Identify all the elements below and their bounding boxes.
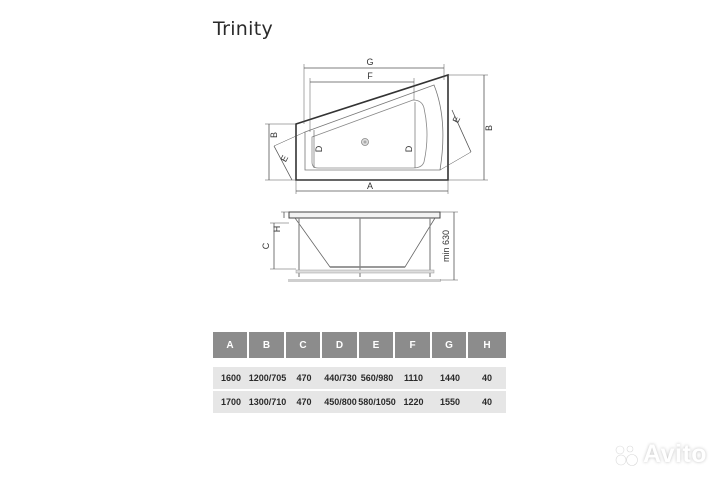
header-cell-d: D xyxy=(322,332,359,358)
header-cell-a: A xyxy=(213,332,249,358)
cell-a: 1600 xyxy=(220,373,242,383)
cell-g: 1550 xyxy=(439,397,461,407)
cell-e: 560/980 xyxy=(360,373,394,383)
cell-h: 40 xyxy=(481,397,492,407)
cell-h: 40 xyxy=(481,373,492,383)
cell-a: 1700 xyxy=(220,397,242,407)
table-row: 1700 1300/710 470 450/800 580/1050 1220 … xyxy=(213,391,506,413)
dim-label-h: H xyxy=(272,226,282,233)
cell-c: 470 xyxy=(296,373,312,383)
cell-b: 1300/710 xyxy=(248,397,287,407)
table-header: A B C D E F G H xyxy=(213,332,506,358)
dim-label-e-right: E xyxy=(451,115,463,125)
cell-g: 1440 xyxy=(439,373,461,383)
dim-label-d-right: D xyxy=(404,145,414,152)
cell-f: 1220 xyxy=(403,397,424,407)
dim-label-d-left: D xyxy=(314,145,324,152)
product-title: Trinity xyxy=(213,18,274,40)
avito-logo-icon xyxy=(615,445,638,466)
dim-label-b-left: B xyxy=(269,132,279,138)
dim-label-g: G xyxy=(366,57,373,67)
dim-label-b-right: B xyxy=(484,125,494,131)
dim-label-e-left: E xyxy=(279,154,291,164)
header-cell-b: B xyxy=(249,332,286,358)
dim-label-min-height: min 630 xyxy=(441,230,451,262)
side-view-labels: C H min 630 xyxy=(261,226,451,262)
header-cell-g: G xyxy=(432,332,468,358)
cell-f: 1110 xyxy=(403,373,424,383)
side-view xyxy=(270,211,458,282)
dimensions-table: A B C D E F G H 1600 1200/705 470 440/73… xyxy=(213,332,506,413)
header-cell-e: E xyxy=(359,332,395,358)
watermark-text: Avito xyxy=(643,440,708,468)
cell-e: 580/1050 xyxy=(358,397,396,407)
dim-label-f: F xyxy=(367,71,373,81)
dim-label-a: A xyxy=(367,181,373,191)
header-cell-f: F xyxy=(395,332,432,358)
table-body: 1600 1200/705 470 440/730 560/980 1110 1… xyxy=(213,367,506,413)
avito-watermark: Avito xyxy=(613,440,707,469)
top-view xyxy=(265,64,488,194)
table-row: 1600 1200/705 470 440/730 560/980 1110 1… xyxy=(213,367,506,389)
cell-d: 450/800 xyxy=(324,397,357,407)
dim-label-c: C xyxy=(261,242,271,249)
header-cell-h: H xyxy=(468,332,506,358)
header-cell-c: C xyxy=(286,332,322,358)
top-view-labels: G F A B B E E D D xyxy=(269,57,494,191)
cell-c: 470 xyxy=(296,397,312,407)
cell-d: 440/730 xyxy=(324,373,357,383)
cell-b: 1200/705 xyxy=(248,373,287,383)
